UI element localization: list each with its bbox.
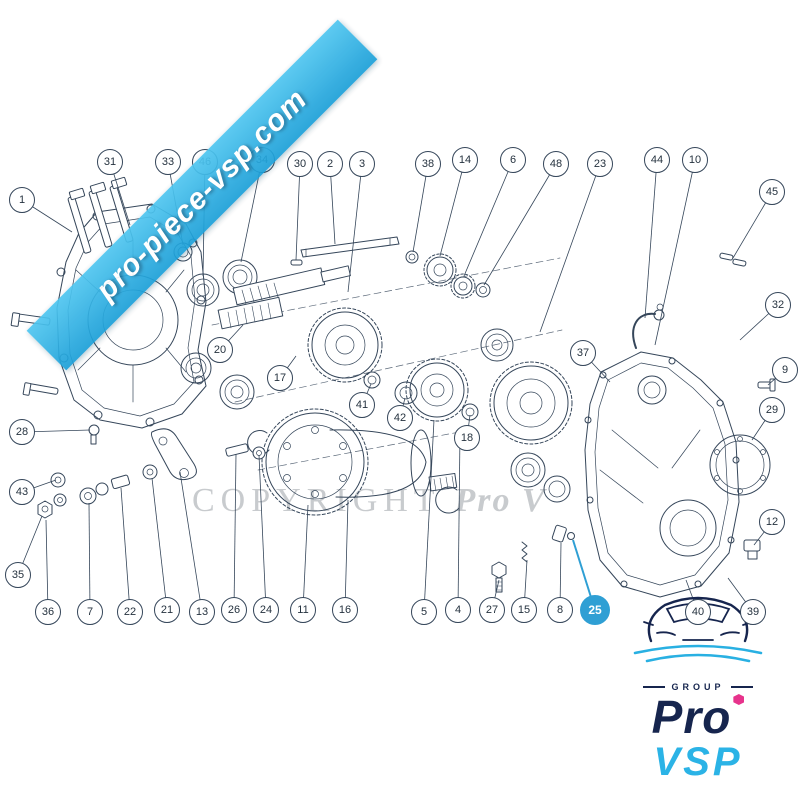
- leader-line-2: [329, 163, 336, 245]
- leader-line-26: [233, 453, 237, 611]
- callout-33[interactable]: 33: [155, 149, 181, 175]
- callout-39[interactable]: 39: [740, 599, 766, 625]
- callout-31[interactable]: 31: [97, 149, 123, 175]
- provsp-logo: GROUP Pro VSP: [620, 581, 776, 782]
- callout-22[interactable]: 22: [117, 599, 143, 625]
- callout-28[interactable]: 28: [9, 419, 35, 445]
- callout-35[interactable]: 35: [5, 562, 31, 588]
- logo-group-row: GROUP: [620, 682, 776, 692]
- leader-line-38: [412, 163, 429, 253]
- leader-line-36: [45, 519, 49, 613]
- side-cover: [709, 434, 771, 496]
- callout-18[interactable]: 18: [454, 425, 480, 451]
- callout-3[interactable]: 3: [349, 151, 375, 177]
- callout-40[interactable]: 40: [685, 599, 711, 625]
- callout-30[interactable]: 30: [287, 151, 313, 177]
- callout-8[interactable]: 8: [547, 597, 573, 623]
- callout-5[interactable]: 5: [411, 599, 437, 625]
- leader-line-48: [483, 163, 557, 286]
- callout-2[interactable]: 2: [317, 151, 343, 177]
- leader-line-21: [151, 477, 168, 611]
- logo-divider-line: [643, 686, 666, 688]
- logo-pro-text: Pro: [651, 691, 732, 743]
- housing-bolts: [10, 176, 134, 396]
- leader-line-24: [258, 454, 267, 611]
- leader-line-4: [457, 431, 461, 611]
- leader-line-7: [88, 502, 91, 613]
- copyright-brand: Pro V: [454, 482, 547, 519]
- logo-vsp-text: VSP: [653, 740, 743, 784]
- callout-12[interactable]: 12: [759, 509, 785, 535]
- callout-13[interactable]: 13: [189, 599, 215, 625]
- leader-line-6: [463, 159, 514, 277]
- leader-line-11: [302, 504, 309, 611]
- callout-43[interactable]: 43: [9, 479, 35, 505]
- callout-23[interactable]: 23: [587, 151, 613, 177]
- callout-14[interactable]: 14: [452, 147, 478, 173]
- callout-1[interactable]: 1: [9, 187, 35, 213]
- logo-hexagon-icon: [733, 694, 745, 705]
- gear-cluster: [307, 250, 573, 503]
- leader-line-5: [423, 419, 435, 613]
- callout-11[interactable]: 11: [290, 597, 316, 623]
- leader-line-23: [539, 163, 601, 333]
- right-housing: [584, 303, 740, 598]
- leader-line-10: [654, 159, 696, 346]
- logo-pro-row: Pro: [620, 694, 776, 740]
- callout-44[interactable]: 44: [644, 147, 670, 173]
- callout-26[interactable]: 26: [221, 597, 247, 623]
- copyright-watermark: COPYRIGHT Pro V: [192, 482, 547, 520]
- callout-41[interactable]: 41: [349, 392, 375, 418]
- callout-9[interactable]: 9: [772, 357, 798, 383]
- logo-group-label: GROUP: [671, 682, 725, 692]
- callout-4[interactable]: 4: [445, 597, 471, 623]
- callout-20[interactable]: 20: [207, 337, 233, 363]
- bottom-small-parts: [491, 524, 575, 593]
- callout-32[interactable]: 32: [765, 292, 791, 318]
- callout-7[interactable]: 7: [77, 599, 103, 625]
- callout-25[interactable]: 25: [580, 595, 610, 625]
- callout-29[interactable]: 29: [759, 397, 785, 423]
- differential-assembly: [247, 408, 460, 516]
- leader-line-14: [439, 159, 466, 257]
- seals-bearings-upper: [173, 242, 303, 410]
- logo-divider-line: [730, 686, 753, 688]
- callout-27[interactable]: 27: [479, 597, 505, 623]
- callout-45[interactable]: 45: [759, 179, 785, 205]
- callout-24[interactable]: 24: [253, 597, 279, 623]
- callout-38[interactable]: 38: [415, 151, 441, 177]
- callout-10[interactable]: 10: [682, 147, 708, 173]
- callout-42[interactable]: 42: [387, 405, 413, 431]
- callout-37[interactable]: 37: [570, 340, 596, 366]
- callout-16[interactable]: 16: [332, 597, 358, 623]
- callout-6[interactable]: 6: [500, 147, 526, 173]
- car-sketch-icon: [633, 596, 763, 663]
- callout-15[interactable]: 15: [511, 597, 537, 623]
- callout-21[interactable]: 21: [154, 597, 180, 623]
- leader-line-16: [344, 499, 349, 611]
- leader-line-30: [295, 163, 301, 261]
- callout-48[interactable]: 48: [543, 151, 569, 177]
- callout-17[interactable]: 17: [267, 365, 293, 391]
- leader-line-13: [179, 471, 203, 613]
- leader-line-44: [644, 159, 658, 319]
- callout-36[interactable]: 36: [35, 599, 61, 625]
- copyright-word: COPYRIGHT: [192, 482, 440, 519]
- leader-line-22: [120, 487, 131, 613]
- gearbox-shafts: [217, 236, 400, 330]
- leader-line-3: [347, 163, 363, 293]
- left-small-parts: [37, 424, 266, 519]
